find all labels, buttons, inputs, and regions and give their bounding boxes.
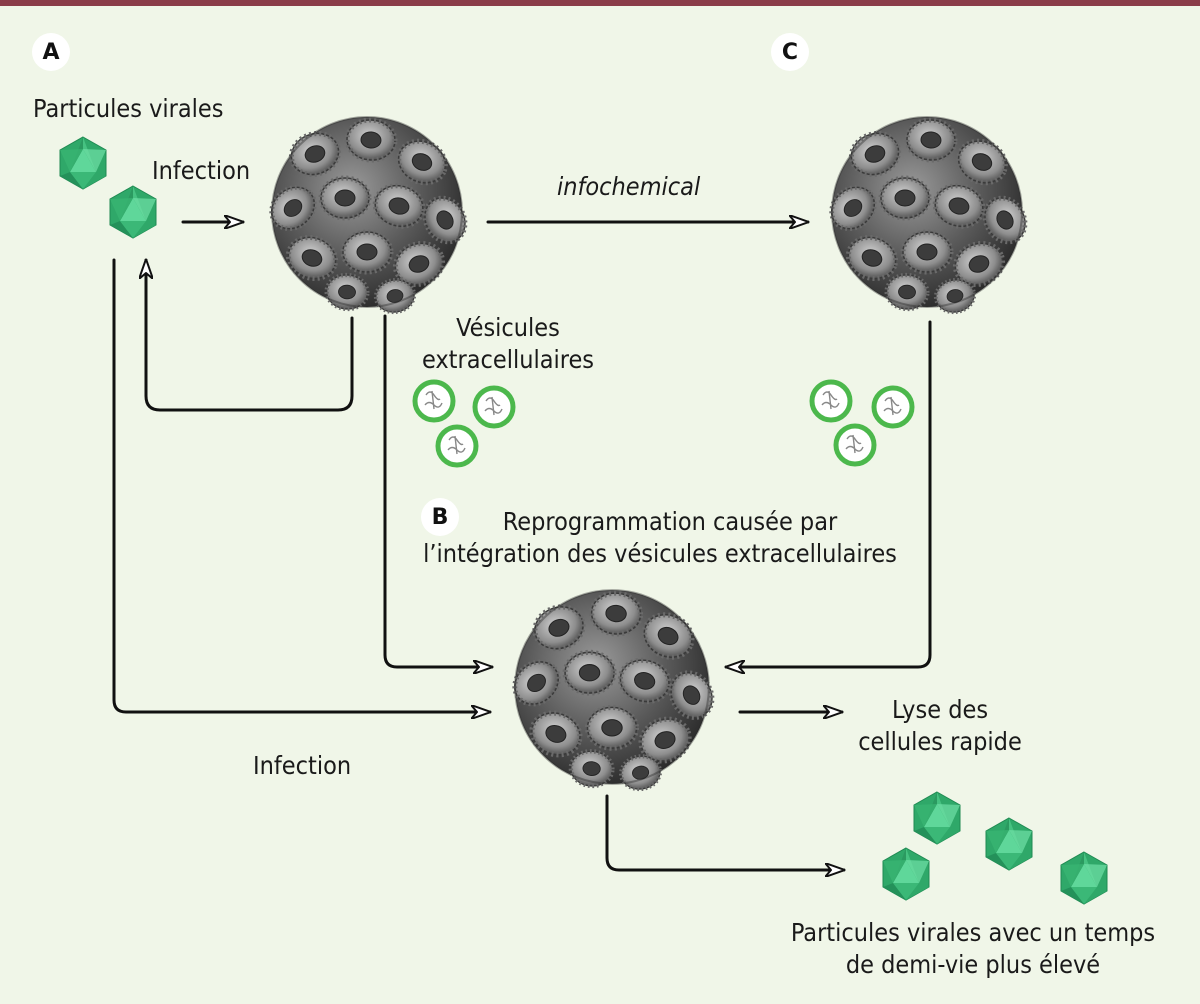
arrow-reinfection-loop: [146, 258, 354, 412]
label-result-line2: de demi-vie plus élevé: [845, 950, 1101, 979]
label-result-line1: Particules virales avec un temps: [790, 918, 1156, 947]
label-reprogramming-line2: l’intégration des vésicules extracellula…: [423, 539, 897, 568]
vesicle-icon: [475, 388, 513, 426]
arrow-cell-a-to-cell-b: [383, 314, 494, 667]
virus-progeny-icon: [882, 847, 930, 901]
label-vesicles-line2: extracellulaires: [421, 345, 595, 374]
virus-particle-icon: [59, 136, 107, 190]
virus-particle-icon: [109, 185, 157, 239]
coccolithophore-cell-c: [823, 117, 1033, 315]
panel-badge-a: A: [32, 33, 70, 71]
virus-progeny-icon: [985, 817, 1033, 871]
vesicle-icon: [874, 388, 912, 426]
top-accent-bar: [0, 0, 1200, 6]
panel-badge-b: B: [421, 498, 459, 536]
label-reprogramming: Reprogrammation causée par l’intégration…: [405, 506, 915, 570]
virus-progeny-icon: [913, 791, 961, 845]
label-vesicles: Vésicules extracellulaires: [398, 312, 618, 376]
arrow-cell-c-to-cell-b: [724, 320, 932, 667]
vesicle-icon: [415, 382, 453, 420]
virus-progeny-icon: [1060, 851, 1108, 905]
label-result: Particules virales avec un temps de demi…: [768, 917, 1178, 981]
arrow-virus-infection-b: [112, 258, 492, 712]
coccolithophore-cell-b: [506, 590, 720, 792]
label-reprogramming-line1: Reprogrammation causée par: [502, 507, 838, 536]
label-infection-top: Infection: [152, 156, 251, 185]
label-infochemical: infochemical: [557, 172, 701, 201]
label-infection-bottom: Infection: [253, 751, 352, 780]
arrow-cell-b-to-new-virions: [605, 794, 846, 870]
label-lysis-line1: Lyse des: [891, 695, 989, 724]
vesicle-icon: [812, 382, 850, 420]
label-viral-particles: Particules virales: [33, 94, 224, 123]
vesicle-icon: [836, 426, 874, 464]
label-lysis: Lyse des cellules rapide: [835, 694, 1045, 758]
vesicle-icon: [438, 427, 476, 465]
coccolithophore-cell-a: [263, 117, 473, 315]
label-vesicles-line1: Vésicules: [456, 313, 560, 342]
label-lysis-line2: cellules rapide: [858, 727, 1022, 756]
panel-badge-c: C: [771, 33, 809, 71]
